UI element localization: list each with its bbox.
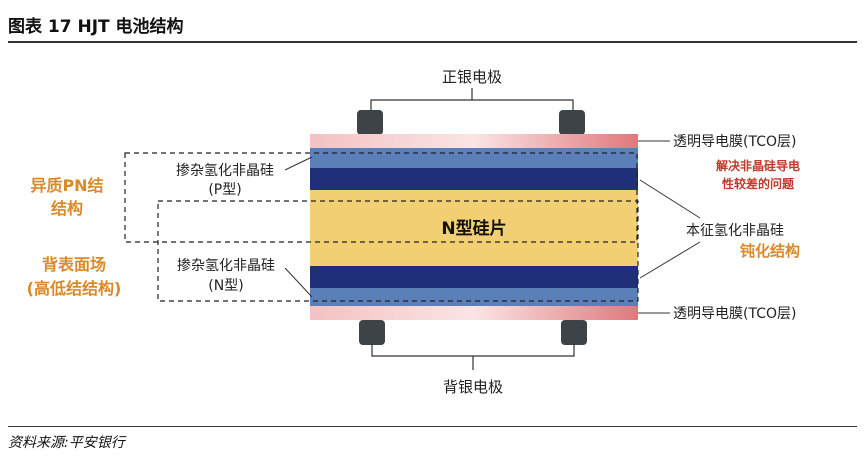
bsf-label-line2: (高低结结构) bbox=[27, 279, 122, 298]
intrinsic-leader-bottom bbox=[639, 241, 701, 279]
intrinsic-layer-top bbox=[310, 168, 638, 190]
p-layer-label-line2: (P型) bbox=[208, 182, 241, 198]
tco-top-label: 透明导电膜(TCO层) bbox=[673, 134, 796, 150]
tco-layer-top bbox=[310, 134, 638, 148]
back-electrode-label: 背银电极 bbox=[443, 378, 503, 396]
source-note: 资料来源:平安银行 bbox=[8, 435, 125, 451]
intrinsic-label: 本征氢化非晶硅 bbox=[686, 223, 784, 239]
bsf-dashed-box bbox=[157, 200, 639, 302]
bottom-rule bbox=[8, 426, 857, 427]
top-electrode-left bbox=[357, 110, 383, 135]
tco-bottom-label: 透明导电膜(TCO层) bbox=[673, 306, 796, 322]
bottom-electrode-right bbox=[561, 320, 587, 345]
n-layer-leader bbox=[284, 267, 313, 298]
p-layer-leader bbox=[284, 156, 313, 171]
n-wafer-layer bbox=[310, 190, 638, 266]
intrinsic-leader-top bbox=[639, 179, 701, 219]
bsf-label-line1: 背表面场 bbox=[42, 255, 106, 274]
intrinsic-layer-bottom bbox=[310, 266, 638, 288]
hetero-pn-label-line2: 结构 bbox=[50, 199, 83, 218]
n-layer-label-line1: 掺杂氢化非晶硅 bbox=[177, 257, 275, 274]
n-amorphous-layer bbox=[310, 288, 638, 306]
figure-title: 图表 17 HJT 电池结构 bbox=[8, 17, 184, 37]
tco-layer-bottom bbox=[310, 306, 638, 320]
bottom-electrode-left bbox=[359, 320, 385, 345]
back-electrode-bracket bbox=[371, 344, 575, 370]
wafer-label: N型硅片 bbox=[441, 218, 506, 239]
p-amorphous-layer bbox=[310, 148, 638, 168]
tco-note-line2: 性较差的问题 bbox=[721, 176, 795, 191]
n-layer-label-line2: (N型) bbox=[208, 278, 243, 294]
top-electrode-right bbox=[559, 110, 585, 135]
hetero-pn-dashed-box bbox=[124, 152, 638, 243]
top-rule bbox=[8, 41, 857, 43]
p-layer-label-line1: 掺杂氢化非晶硅 bbox=[176, 162, 274, 179]
hetero-pn-label-line1: 异质PN结 bbox=[30, 176, 103, 195]
front-electrode-bracket bbox=[370, 88, 574, 112]
front-electrode-label: 正银电极 bbox=[442, 68, 502, 86]
passivation-label: 钝化结构 bbox=[740, 242, 800, 260]
tco-note-line1: 解决非晶硅导电 bbox=[716, 158, 800, 173]
